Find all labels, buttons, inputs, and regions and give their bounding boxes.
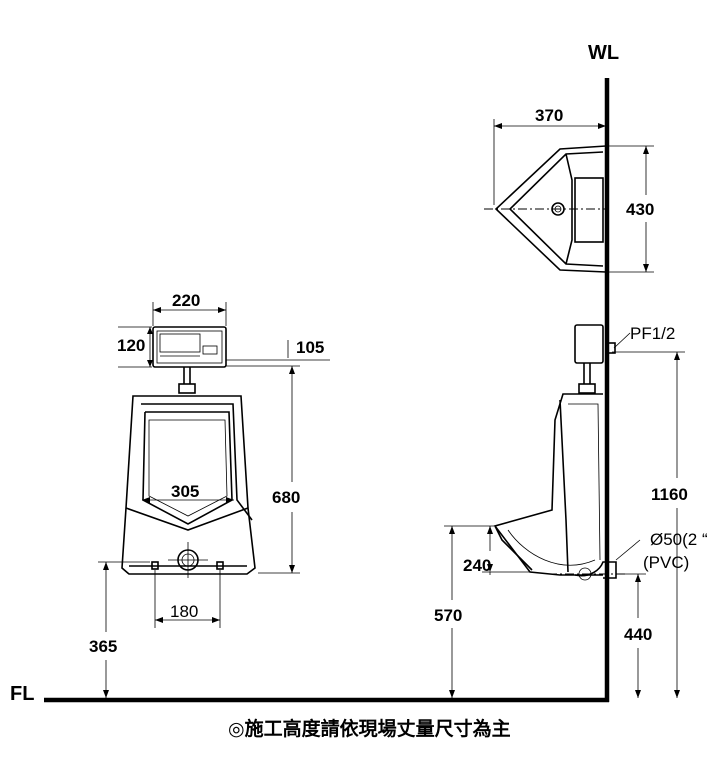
dimension-offset [226, 340, 330, 361]
wall-label: WL [588, 42, 619, 64]
dim-top-width: 430 [626, 200, 654, 219]
floor-label: FL [10, 683, 34, 705]
dim-top-depth: 370 [535, 106, 563, 125]
dim-drain-height: 440 [624, 625, 652, 644]
dimension-floor-to-bottom [98, 561, 150, 698]
dimension-sensor-width [152, 302, 227, 326]
dim-supply-height: 1160 [651, 485, 688, 504]
dim-body-height: 680 [272, 488, 300, 507]
dimension-body-height [226, 365, 300, 574]
dim-base-width: 180 [170, 602, 198, 621]
dimension-base-width [154, 570, 221, 628]
drain-leader [615, 539, 641, 561]
drain-material-label: (PVC) [643, 553, 689, 572]
dim-sensor-width: 220 [172, 291, 200, 310]
side-view-sensor [574, 324, 616, 394]
top-view-urinal [484, 145, 607, 273]
dim-offset: 105 [296, 338, 324, 357]
front-view-sensor [152, 326, 227, 394]
pipe-fitting-leader [613, 332, 631, 349]
dimension-rim-height [449, 526, 455, 698]
dimension-drain-height [618, 573, 646, 698]
pipe-fitting-label: PF1/2 [630, 324, 675, 343]
dimension-supply-height [612, 351, 685, 698]
dim-floor-to-bottom: 365 [89, 637, 117, 656]
dim-rim-height: 570 [434, 606, 462, 625]
dimension-sensor-height [118, 326, 153, 368]
dimension-top-depth [493, 119, 606, 205]
dim-bowl-width: 305 [171, 482, 199, 501]
side-view-urinal [493, 393, 625, 581]
dim-lip-height: 240 [463, 556, 491, 575]
dim-sensor-height: 120 [117, 336, 145, 355]
front-view-urinal [121, 395, 256, 578]
installation-note: ◎施工高度請依現場丈量尺寸為主 [228, 717, 511, 740]
drain-size-label: Ø50(2 “ [650, 530, 708, 549]
dimension-bowl-width [142, 497, 234, 503]
dimension-top-width [607, 145, 654, 273]
